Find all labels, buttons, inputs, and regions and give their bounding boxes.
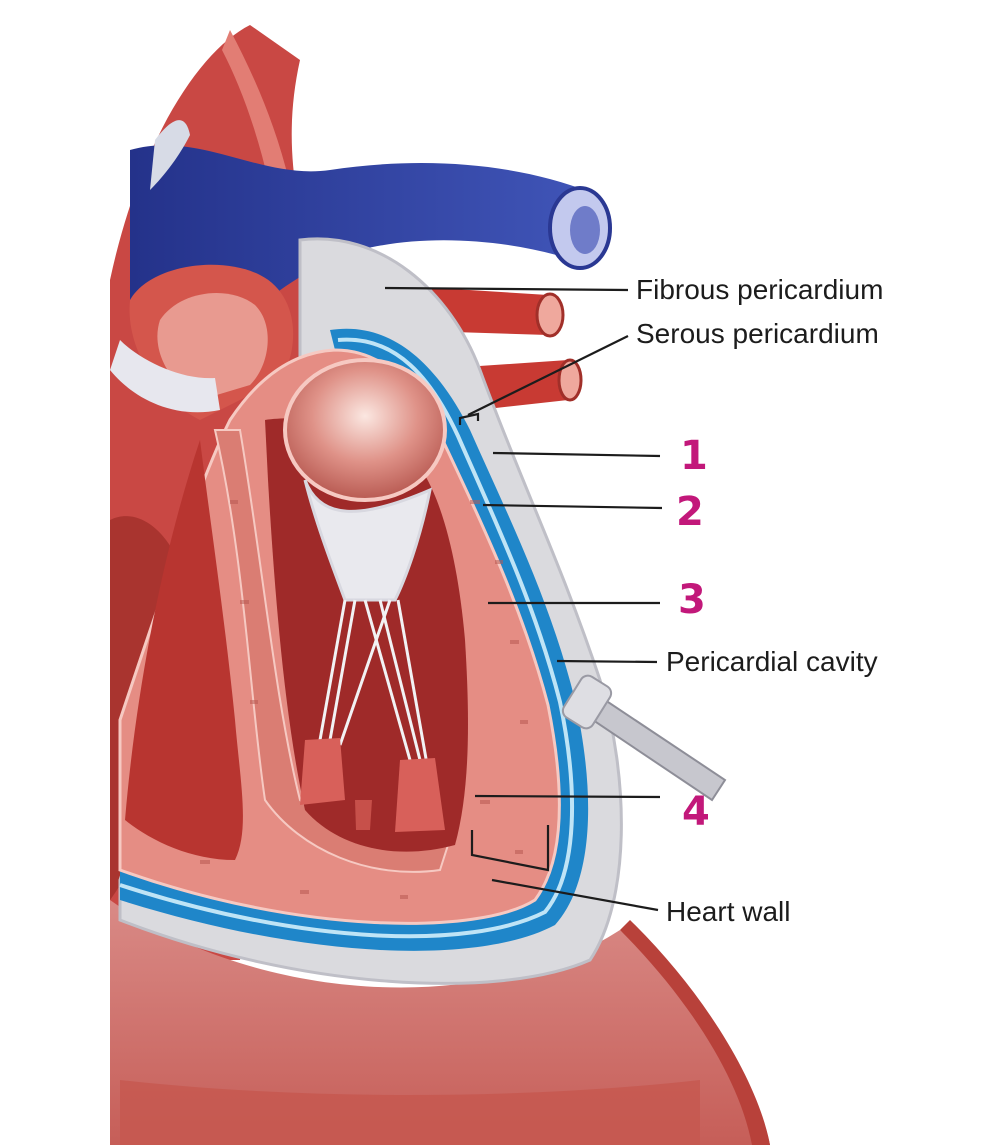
papillary-muscles <box>300 738 445 832</box>
muscle-texture <box>200 500 528 899</box>
leader-cavity <box>556 659 658 664</box>
atrial-dome <box>283 358 447 502</box>
handwritten-number-2: 2 <box>676 489 704 535</box>
leader-2 <box>482 503 663 510</box>
handwritten-number-1: 1 <box>680 433 708 479</box>
handwritten-number-3: 3 <box>678 577 706 623</box>
probe <box>561 674 727 802</box>
pericardial-cavity-line <box>119 337 574 939</box>
handwritten-number-4: 4 <box>682 789 710 835</box>
chordae-tendineae <box>303 479 433 771</box>
label-fibrous-pericardium: Fibrous pericardium <box>636 274 884 305</box>
leader-heart-wall <box>491 878 659 912</box>
serous-pericardium-band <box>120 328 589 951</box>
bracket-serous <box>458 412 480 425</box>
leader-1 <box>492 451 661 458</box>
label-heart-wall: Heart wall <box>666 896 791 927</box>
right-ventricle-chamber <box>125 440 243 860</box>
leader-serous <box>467 335 629 416</box>
septum <box>213 429 450 873</box>
bracket-heart-wall <box>470 825 550 872</box>
leader-4 <box>474 794 661 799</box>
label-pericardial-cavity: Pericardial cavity <box>666 646 878 677</box>
diaphragm <box>110 900 770 1145</box>
aorta <box>110 264 294 420</box>
leader-lines <box>384 286 663 912</box>
leader-fibrous <box>384 286 629 292</box>
label-serous-pericardium: Serous pericardium <box>636 318 879 349</box>
